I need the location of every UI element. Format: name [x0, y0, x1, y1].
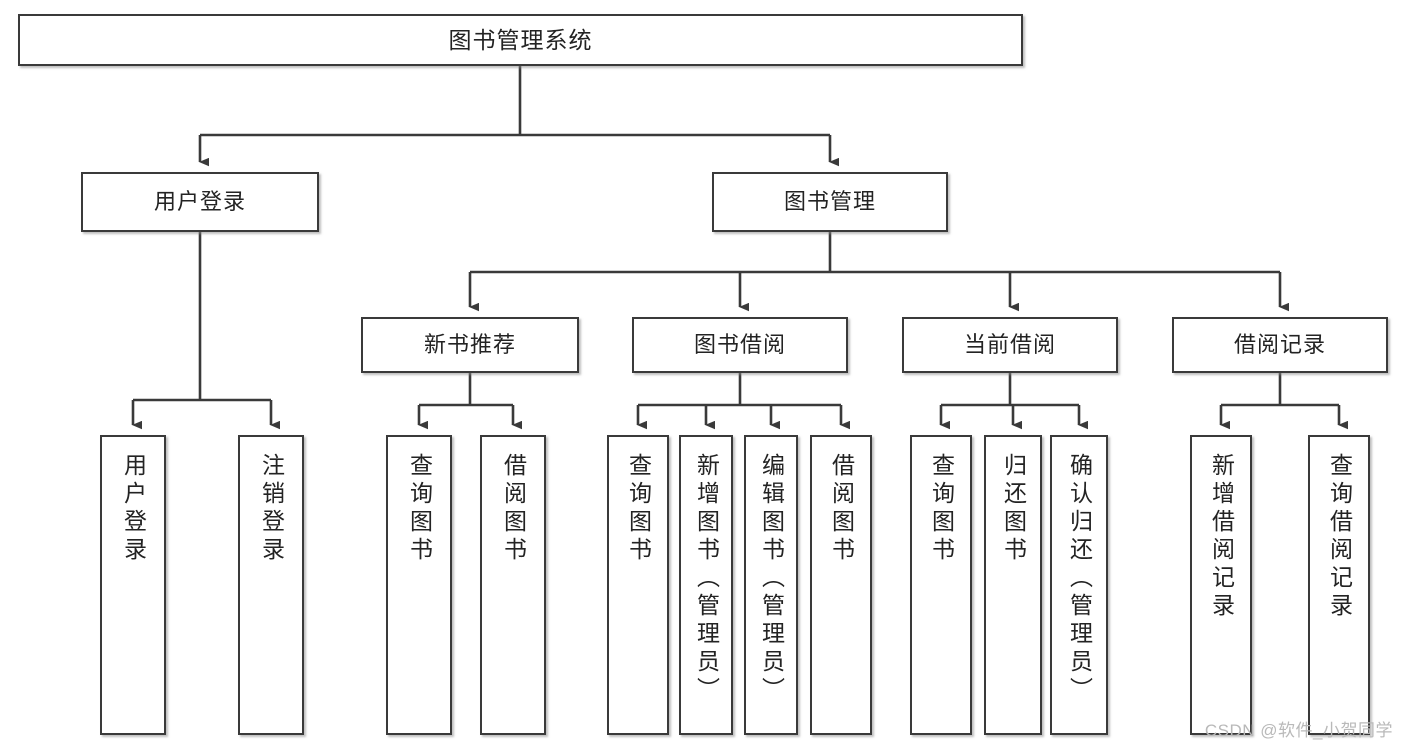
node-leaf-user-login-label: 用户登录 [120, 453, 147, 565]
node-new-book-recommend-label: 新书推荐 [423, 332, 516, 358]
node-current-borrow-label: 当前借阅 [963, 332, 1056, 358]
node-leaf-edit-book[interactable]: 编辑图书（管理员） [744, 435, 798, 735]
node-leaf-add-book[interactable]: 新增图书（管理员） [679, 435, 733, 735]
node-leaf-query-record-label: 查询借阅记录 [1326, 453, 1353, 621]
node-borrow-record[interactable]: 借阅记录 [1172, 317, 1388, 373]
node-leaf-user-login[interactable]: 用户登录 [100, 435, 166, 735]
node-leaf-query-book-cur-label: 查询图书 [928, 453, 955, 565]
node-current-borrow[interactable]: 当前借阅 [902, 317, 1118, 373]
node-leaf-borrow-book-rec-label: 借阅图书 [500, 453, 527, 565]
node-leaf-add-record[interactable]: 新增借阅记录 [1190, 435, 1252, 735]
node-book-borrow-label: 图书借阅 [693, 332, 786, 358]
node-leaf-query-book-rec[interactable]: 查询图书 [386, 435, 452, 735]
node-leaf-edit-book-label: 编辑图书（管理员） [758, 453, 785, 705]
node-leaf-borrow-book-bor-label: 借阅图书 [828, 453, 855, 565]
node-leaf-query-book-bor-label: 查询图书 [625, 453, 652, 565]
node-leaf-confirm-return[interactable]: 确认归还（管理员） [1050, 435, 1108, 735]
node-book-manage[interactable]: 图书管理 [712, 172, 948, 232]
node-leaf-add-record-label: 新增借阅记录 [1208, 453, 1235, 621]
node-root[interactable]: 图书管理系统 [18, 14, 1023, 66]
node-book-borrow[interactable]: 图书借阅 [632, 317, 848, 373]
node-leaf-add-book-label: 新增图书（管理员） [693, 453, 720, 705]
node-user-login-label: 用户登录 [153, 189, 246, 215]
node-leaf-query-book-bor[interactable]: 查询图书 [607, 435, 669, 735]
node-leaf-query-book-cur[interactable]: 查询图书 [910, 435, 972, 735]
node-leaf-borrow-book-rec[interactable]: 借阅图书 [480, 435, 546, 735]
node-root-label: 图书管理系统 [448, 26, 593, 53]
node-leaf-logout[interactable]: 注销登录 [238, 435, 304, 735]
node-new-book-recommend[interactable]: 新书推荐 [361, 317, 579, 373]
node-leaf-logout-label: 注销登录 [258, 453, 285, 565]
node-book-manage-label: 图书管理 [783, 189, 876, 215]
node-leaf-return-book[interactable]: 归还图书 [984, 435, 1042, 735]
watermark-text: CSDN @软件_小贺同学 [1204, 721, 1393, 740]
node-leaf-return-book-label: 归还图书 [1000, 453, 1027, 565]
node-leaf-confirm-return-label: 确认归还（管理员） [1066, 453, 1093, 705]
node-user-login[interactable]: 用户登录 [81, 172, 319, 232]
node-borrow-record-label: 借阅记录 [1233, 332, 1326, 358]
node-leaf-borrow-book-bor[interactable]: 借阅图书 [810, 435, 872, 735]
node-leaf-query-book-rec-label: 查询图书 [406, 453, 433, 565]
node-leaf-query-record[interactable]: 查询借阅记录 [1308, 435, 1370, 735]
